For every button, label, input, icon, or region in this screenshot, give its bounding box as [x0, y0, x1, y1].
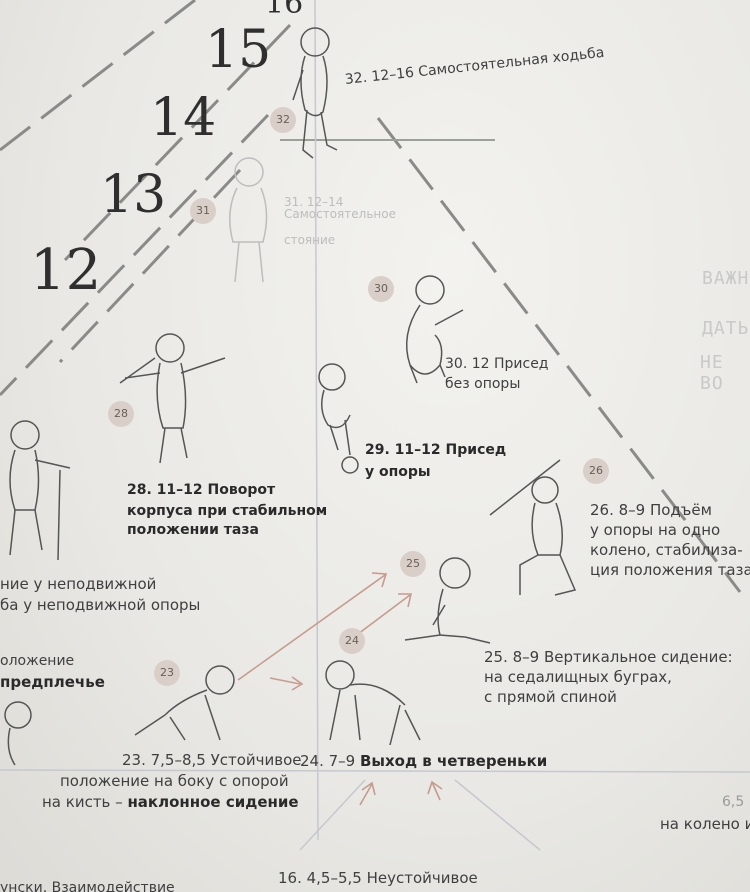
step-30-line1: 30. 12 Присед	[445, 356, 549, 372]
bottom-right-number: 6,5	[722, 794, 745, 810]
level-number-12: 12	[30, 238, 102, 303]
step-29-line2: у опоры	[365, 464, 431, 480]
child-partial-figure	[4, 701, 32, 766]
step-badge-25: 25	[400, 551, 426, 577]
level-number-14: 14	[150, 88, 217, 148]
step-23-line1: 23. 7,5–8,5 Устойчивое	[122, 751, 302, 769]
left-fragment-3: оложение	[0, 653, 75, 669]
child-cane-figure	[9, 420, 71, 561]
step-26-line3: колено, стабилиза-	[590, 541, 743, 559]
step-28-line2: корпуса при стабильном	[127, 503, 328, 519]
step-28-line1: 28. 11–12 Поворот	[127, 482, 276, 498]
step-23-line2: положение на боку с опорой	[60, 772, 289, 790]
left-fragment-2: ба у неподвижной опоры	[0, 596, 201, 614]
step-31-line2: Самостоятельное	[284, 207, 396, 221]
step-badge-32: 32	[270, 107, 296, 133]
step-badge-31: 31	[190, 198, 216, 224]
side-text-1: ВАЖН	[702, 268, 750, 289]
step-31-line1: 31. 12–14	[284, 195, 344, 209]
child-squat-figure	[405, 275, 464, 384]
side-text-2: ДАТЬ	[702, 318, 750, 339]
side-text-3: НЕ ВО	[700, 352, 724, 394]
child-squat-support-figure	[318, 363, 359, 474]
child-rotation-figure	[119, 333, 226, 464]
step-badge-30: 30	[368, 276, 394, 302]
step-26-line2: у опоры на одно	[590, 521, 721, 539]
step-badge-26: 26	[583, 458, 609, 484]
step-31-line3: стояние	[284, 233, 336, 247]
step-30-line2: без опоры	[445, 376, 521, 392]
step-badge-24: 24	[339, 628, 365, 654]
step-24-label: 24. 7–9 Выход в четвереньки	[300, 752, 548, 770]
child-kneel-up-figure	[489, 459, 577, 596]
bottom-right-fragment: на колено и	[660, 815, 750, 833]
level-number-16: 16	[265, 0, 304, 21]
child-side-sitting-figure	[134, 665, 235, 741]
step-25-line1: 25. 8–9 Вертикальное сидение:	[484, 648, 733, 666]
level-number-15: 15	[205, 20, 272, 80]
step-26-line1: 26. 8–9 Подъём	[590, 501, 712, 519]
bottom-left-fragment: унски. Взаимодействие	[0, 880, 175, 892]
left-fragment-4: предплечье	[0, 673, 105, 691]
step-25-line3: с прямой спиной	[484, 688, 617, 706]
left-fragment-1: ние у неподвижной	[0, 575, 157, 593]
step-25-line2: на седалищных буграх,	[484, 668, 672, 686]
level-number-13: 13	[100, 165, 167, 225]
step-23-line3: на кисть – наклонное сидение	[42, 793, 299, 811]
child-sitting-figure	[404, 557, 491, 644]
step-29-line1: 29. 11–12 Присед	[365, 442, 507, 458]
step-28-line3: положении таза	[127, 522, 259, 538]
child-standing-figure	[229, 157, 268, 283]
step-26-line4: ция положения таза	[590, 561, 750, 579]
step-16-label: 16. 4,5–5,5 Неустойчивое	[278, 869, 478, 887]
child-crawling-figure	[325, 660, 421, 746]
step-badge-23: 23	[154, 660, 180, 686]
child-walking-figure	[292, 27, 338, 159]
step-badge-28: 28	[108, 401, 134, 427]
